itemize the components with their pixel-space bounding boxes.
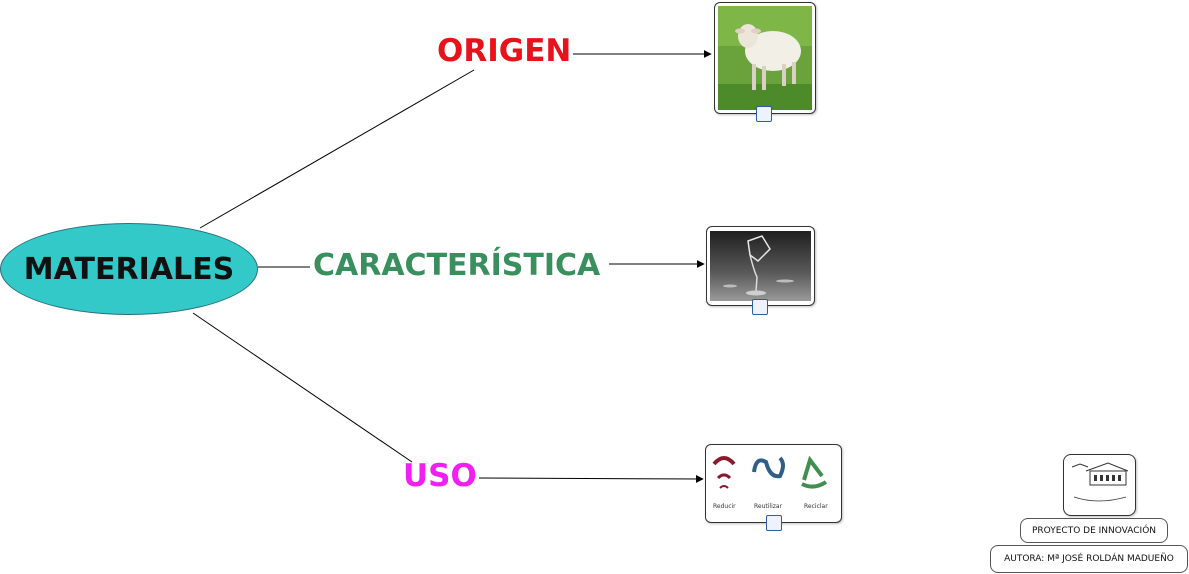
image-sheep[interactable] — [714, 2, 816, 122]
school-logo-picture — [1068, 459, 1131, 511]
recycle-label-reutilizar: Reutilizar — [754, 503, 783, 510]
arrow-uso-image — [478, 474, 704, 483]
author-label: AUTORA: Mª JOSÉ ROLDÁN MADUEÑO — [990, 545, 1188, 573]
concept-origen[interactable]: ORIGEN — [437, 33, 571, 69]
concept-uso-label: USO — [403, 458, 477, 494]
concept-uso[interactable]: USO — [403, 458, 477, 494]
link-materiales-uso — [192, 312, 413, 463]
project-label: PROYECTO DE INNOVACIÓN — [1020, 518, 1168, 543]
linked-concept-map-icon[interactable] — [756, 106, 772, 122]
linked-concept-map-icon[interactable] — [752, 299, 768, 315]
project-label-text: PROYECTO DE INNOVACIÓN — [1031, 525, 1157, 536]
link-materiales-origen — [199, 69, 475, 229]
recycle-label-reducir: Reducir — [713, 503, 736, 510]
image-glass[interactable] — [706, 226, 815, 315]
recycle-picture: Reducir Reutilizar Reciclar — [710, 450, 837, 514]
glass-picture — [710, 231, 811, 301]
sheep-picture — [718, 6, 812, 110]
author-label-text: AUTORA: Mª JOSÉ ROLDÁN MADUEÑO — [1004, 554, 1174, 564]
linked-document-icon[interactable] — [766, 515, 782, 531]
school-logo — [1063, 454, 1136, 516]
recycle-label-reciclar: Reciclar — [804, 503, 828, 510]
concept-caracteristica[interactable]: CARACTERÍSTICA — [313, 248, 600, 283]
concept-materiales-label: MATERIALES — [23, 251, 235, 287]
image-recycle[interactable]: Reducir Reutilizar Reciclar — [705, 444, 842, 531]
concept-caracteristica-label: CARACTERÍSTICA — [313, 248, 601, 283]
concept-origen-label: ORIGEN — [437, 33, 572, 69]
concept-materiales[interactable]: MATERIALES — [0, 223, 258, 315]
